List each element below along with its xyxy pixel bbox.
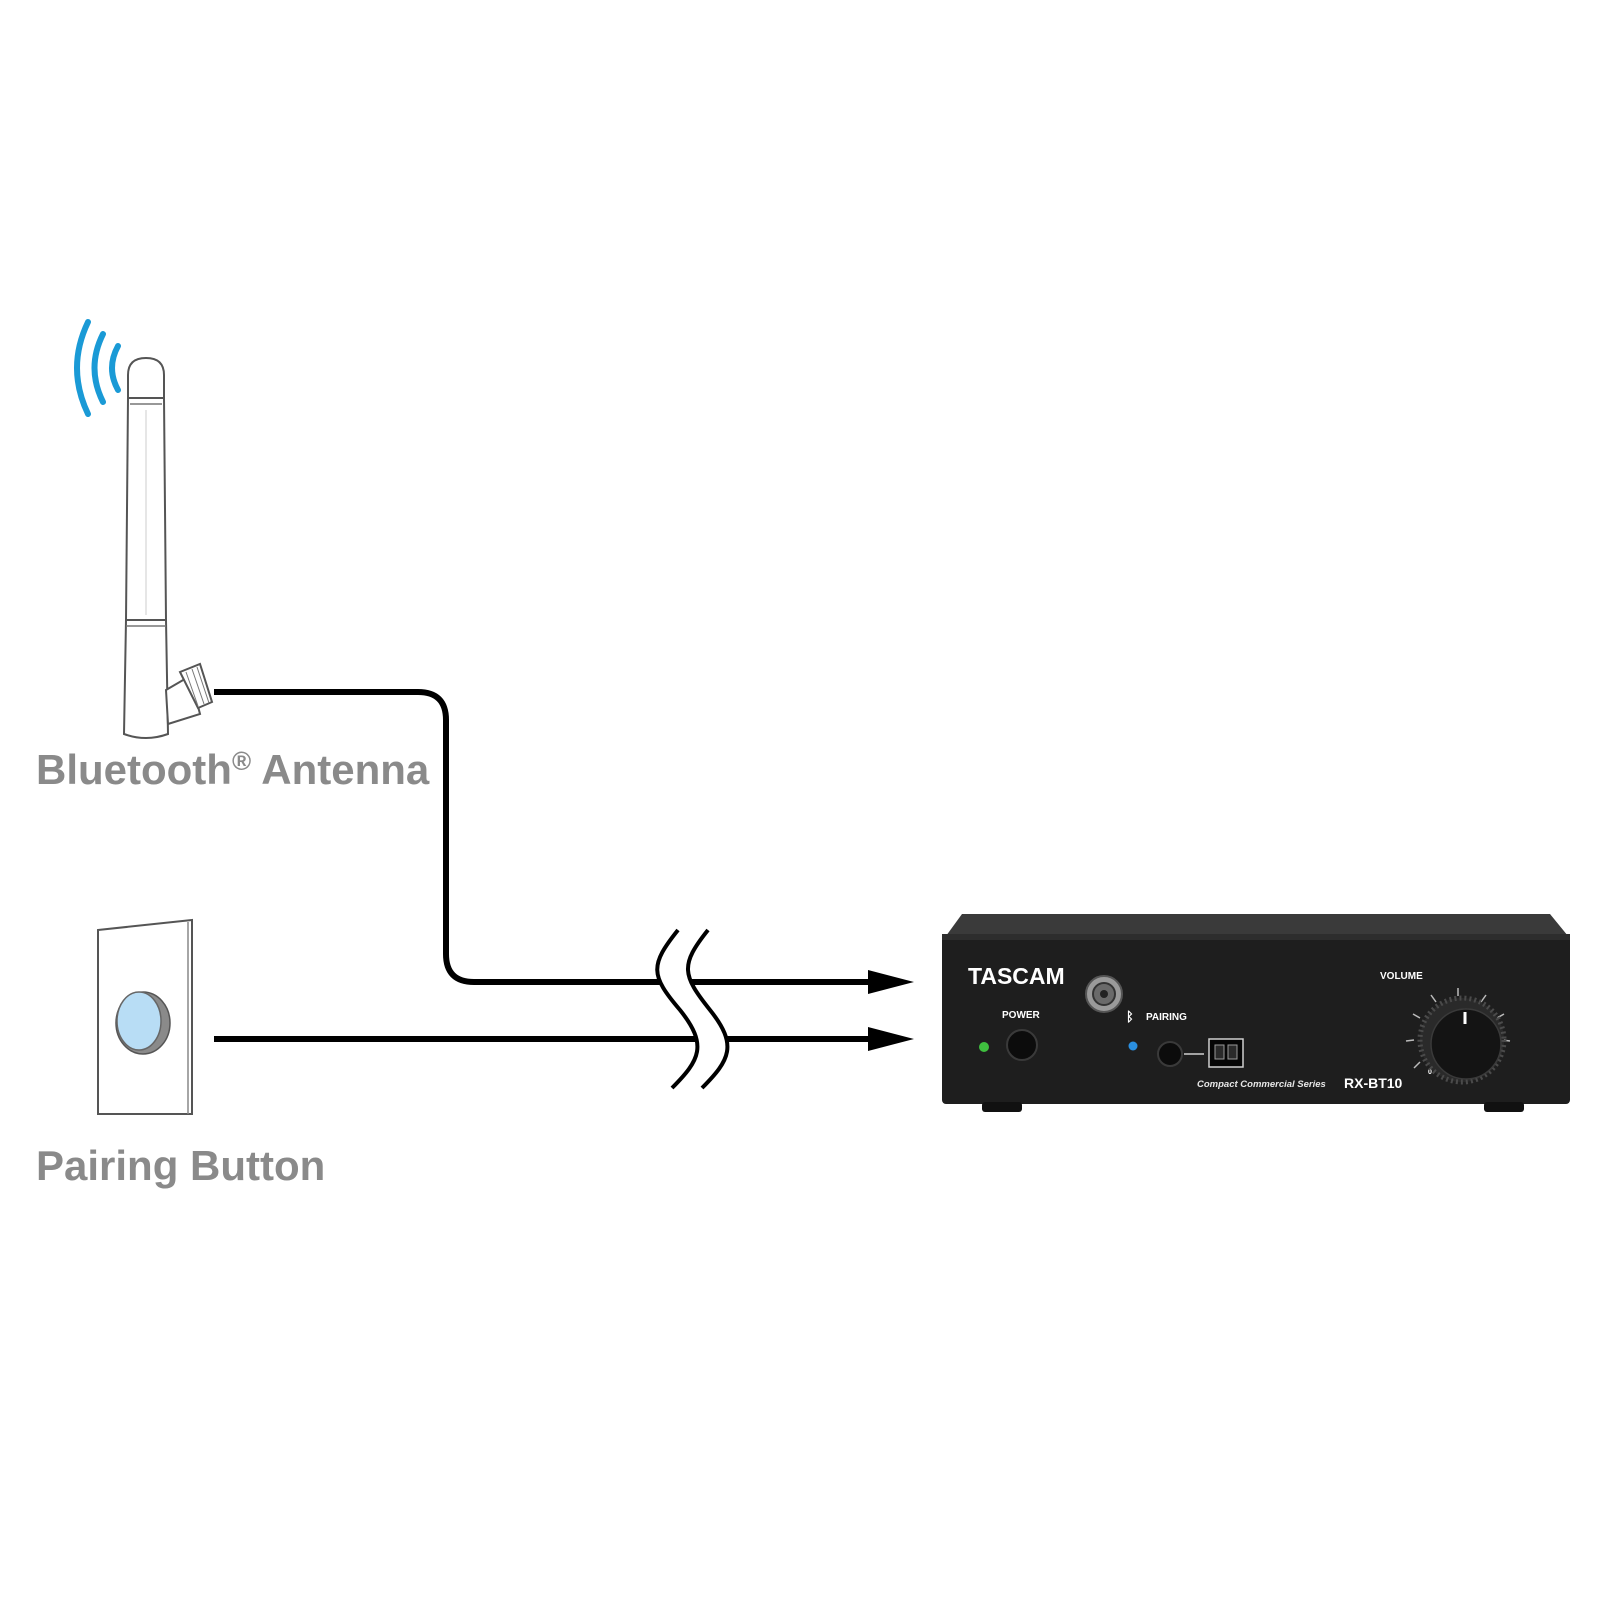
pairing-button-face: [116, 991, 162, 1051]
power-button[interactable]: [1006, 1029, 1038, 1061]
registered-mark: ®: [232, 746, 251, 776]
antenna-connector: [164, 662, 214, 726]
pairing-front-button[interactable]: [1157, 1041, 1183, 1067]
antenna-jack: [1085, 975, 1123, 1013]
antenna-label-prefix: Bluetooth: [36, 746, 232, 793]
antenna-cable: [214, 689, 868, 985]
device-foot-right: [1484, 1102, 1524, 1112]
pairing-label: PAIRING: [1146, 1012, 1187, 1023]
antenna-cable-arrow: [868, 970, 914, 994]
power-label: POWER: [1002, 1010, 1041, 1021]
button-cable-arrow: [868, 1027, 914, 1051]
power-led: [979, 1042, 989, 1052]
wireless-signal-icon: [74, 319, 121, 417]
bluetooth-antenna: [74, 319, 214, 739]
volume-min-mark: 0: [1428, 1069, 1432, 1076]
pairing-button-label: Pairing Button: [36, 1142, 325, 1189]
pairing-terminal-connector: [1208, 1038, 1244, 1068]
cable-break-mark: [655, 928, 730, 1090]
brand-logo: TASCAM: [968, 963, 1065, 989]
model-text: RX-BT10: [1344, 1075, 1403, 1091]
bluetooth-icon: ᛒ: [1126, 1009, 1134, 1024]
volume-scale-ticks: [1405, 988, 1511, 1069]
series-text: Compact Commercial Series: [1197, 1079, 1326, 1090]
volume-knob[interactable]: [1417, 995, 1507, 1085]
rx-bt10-receiver: TASCAM POWER ᛒ PAIRING Compact Commercia…: [942, 914, 1570, 1112]
pairing-led: [1128, 1041, 1138, 1051]
antenna-label-suffix: Antenna: [251, 746, 430, 793]
volume-label: VOLUME: [1380, 971, 1423, 982]
device-foot-left: [982, 1102, 1022, 1112]
antenna-label: Bluetooth® Antenna: [36, 746, 430, 793]
pairing-button-illustration: [97, 918, 193, 1115]
